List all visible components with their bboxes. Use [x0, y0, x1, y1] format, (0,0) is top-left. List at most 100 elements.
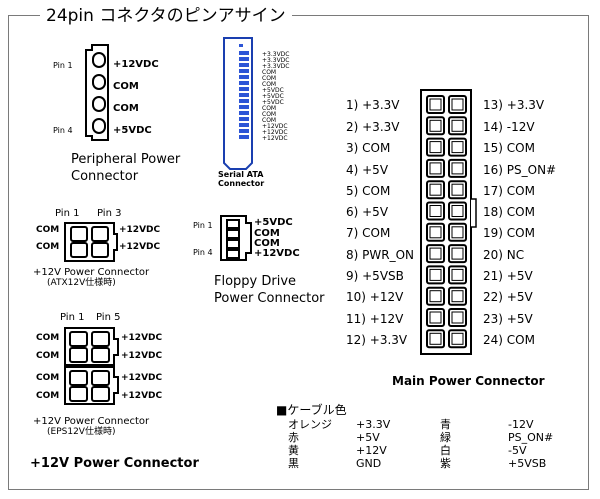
floppy-connector-shape — [220, 215, 252, 261]
main-pin-contact — [451, 290, 464, 303]
atx12v-right-label: +12VDC — [119, 242, 161, 252]
main-pin-contact — [429, 247, 442, 260]
eps12v-caption: (EPS12V仕様時) — [47, 427, 116, 437]
cable-color-name: 緑 — [440, 431, 451, 444]
sata-caption: Connector — [218, 179, 265, 188]
atx12v-left-label: COM — [36, 225, 60, 235]
eps12v-left-label: COM — [36, 351, 60, 361]
cable-color-name: 青 — [440, 418, 451, 431]
main-pin-contact — [429, 119, 442, 132]
sata-pin-label: +5VDC — [262, 99, 284, 106]
main-pin-label: 21) +5V — [483, 269, 533, 283]
atx12v-pin3-label: Pin 3 — [97, 208, 122, 219]
eps12v-right-label: +12VDC — [121, 391, 163, 401]
main-connector-shape — [420, 89, 477, 355]
main-pin-contact — [429, 311, 442, 324]
eps12v-pin1-label: Pin 1 — [60, 312, 85, 323]
cable-color-name: 紫 — [440, 457, 451, 470]
main-pin-label: 23) +5V — [483, 312, 533, 326]
floppy-caption: Power Connector — [214, 291, 325, 306]
main-pin-label: 7) COM — [346, 226, 391, 240]
sata-pin-label: +3.3VDC — [262, 51, 290, 58]
main-pin-contact — [451, 119, 464, 132]
eps12v-caption: +12V Power Connector — [33, 416, 150, 427]
main-pin-label: 9) +5VSB — [346, 269, 404, 283]
main-pin-label: 19) COM — [483, 226, 535, 240]
eps12v-right-label: +12VDC — [121, 333, 163, 343]
atx12v-right-label: +12VDC — [119, 225, 161, 235]
sata-pin-label: COM — [262, 69, 277, 76]
floppy-pin1-label: Pin 1 — [193, 221, 213, 230]
cable-voltage: GND — [356, 457, 382, 470]
floppy-pin4-label: Pin 4 — [193, 248, 213, 257]
sata-pin-label: COM — [262, 81, 277, 88]
sata-pin-label: +12VDC — [262, 129, 288, 136]
peripheral-pin4-label: Pin 4 — [53, 126, 73, 135]
sata-pin-label: +5VDC — [262, 93, 284, 100]
main-pin-contact — [451, 332, 464, 345]
sata-pin-label: COM — [262, 75, 277, 82]
peripheral-pin-label: +12VDC — [113, 59, 159, 70]
main-pin-contact — [451, 205, 464, 217]
sata-pin-label: +12VDC — [262, 123, 288, 130]
main-pin-label: 20) NC — [483, 248, 525, 262]
peripheral-caption: Connector — [71, 169, 139, 184]
peripheral-pin-label: +5VDC — [113, 125, 152, 136]
bottom-caption: +12V Power Connector — [30, 456, 199, 471]
floppy-caption: Floppy Drive — [214, 274, 297, 289]
cable-color-name: オレンジ — [288, 418, 332, 431]
atx12v-pin1-label: Pin 1 — [55, 208, 80, 219]
cable-color-name: 赤 — [288, 431, 299, 444]
main-pin-contact — [451, 268, 464, 281]
peripheral-pin-label: COM — [113, 103, 139, 114]
cable-voltage: +5VSB — [508, 457, 547, 470]
main-pin-contact — [451, 98, 464, 111]
eps12v-left-label: COM — [36, 333, 60, 343]
diagram-frame — [8, 15, 589, 490]
main-pin-label: 8) PWR_ON — [346, 248, 414, 262]
sata-pin-label: +5VDC — [262, 87, 284, 94]
main-pin-contact — [429, 162, 442, 175]
sata-pin-label: COM — [262, 105, 277, 112]
cable-voltage: -12V — [508, 418, 534, 431]
cable-color-name: 黒 — [288, 457, 299, 470]
main-pin-contact — [429, 290, 442, 303]
main-pin-label: 24) COM — [483, 333, 535, 347]
eps12v-right-label: +12VDC — [121, 351, 163, 361]
sata-pin-label: +12VDC — [262, 135, 288, 142]
main-pin-label: 10) +12V — [346, 290, 404, 304]
main-pin-label: 4) +5V — [346, 163, 389, 177]
main-pin-contact — [451, 311, 464, 324]
main-caption: Main Power Connector — [392, 374, 545, 388]
main-pin-contact — [429, 141, 442, 154]
main-pin-label: 6) +5V — [346, 205, 389, 219]
main-pin-label: 5) COM — [346, 184, 391, 198]
main-pin-label: 22) +5V — [483, 290, 533, 304]
main-pin-label: 15) COM — [483, 141, 535, 155]
sata-pin-label: COM — [262, 117, 277, 124]
eps12v-connector-shape — [64, 327, 119, 405]
cable-color-name: 黄 — [288, 444, 299, 457]
cable-voltage: PS_ON# — [508, 431, 554, 444]
main-pin-contact — [429, 332, 442, 345]
main-pin-contact — [429, 226, 442, 239]
floppy-pin-label: +5VDC — [254, 217, 293, 228]
sata-pin-label: +3.3VDC — [262, 63, 290, 70]
atx12v-left-label: COM — [36, 242, 60, 252]
eps12v-right-label: +12VDC — [121, 373, 163, 383]
main-pin-contact — [429, 268, 442, 281]
eps12v-left-label: COM — [36, 391, 60, 401]
floppy-pin-label: COM — [254, 238, 280, 249]
cable-color-name: 白 — [440, 444, 451, 457]
peripheral-pin-label: COM — [113, 81, 139, 92]
sata-pin-label: +3.3VDC — [262, 57, 290, 64]
main-pin-label: 3) COM — [346, 141, 391, 155]
main-pin-contact — [451, 162, 464, 175]
main-pin-contact — [451, 226, 464, 239]
eps12v-pin5-label: Pin 5 — [96, 312, 121, 323]
main-pin-label: 16) PS_ON# — [483, 163, 557, 177]
main-pin-label: 12) +3.3V — [346, 333, 408, 347]
floppy-pin-label: COM — [254, 228, 280, 239]
main-pin-contact — [451, 141, 464, 154]
atx12v-connector-shape — [64, 222, 118, 262]
